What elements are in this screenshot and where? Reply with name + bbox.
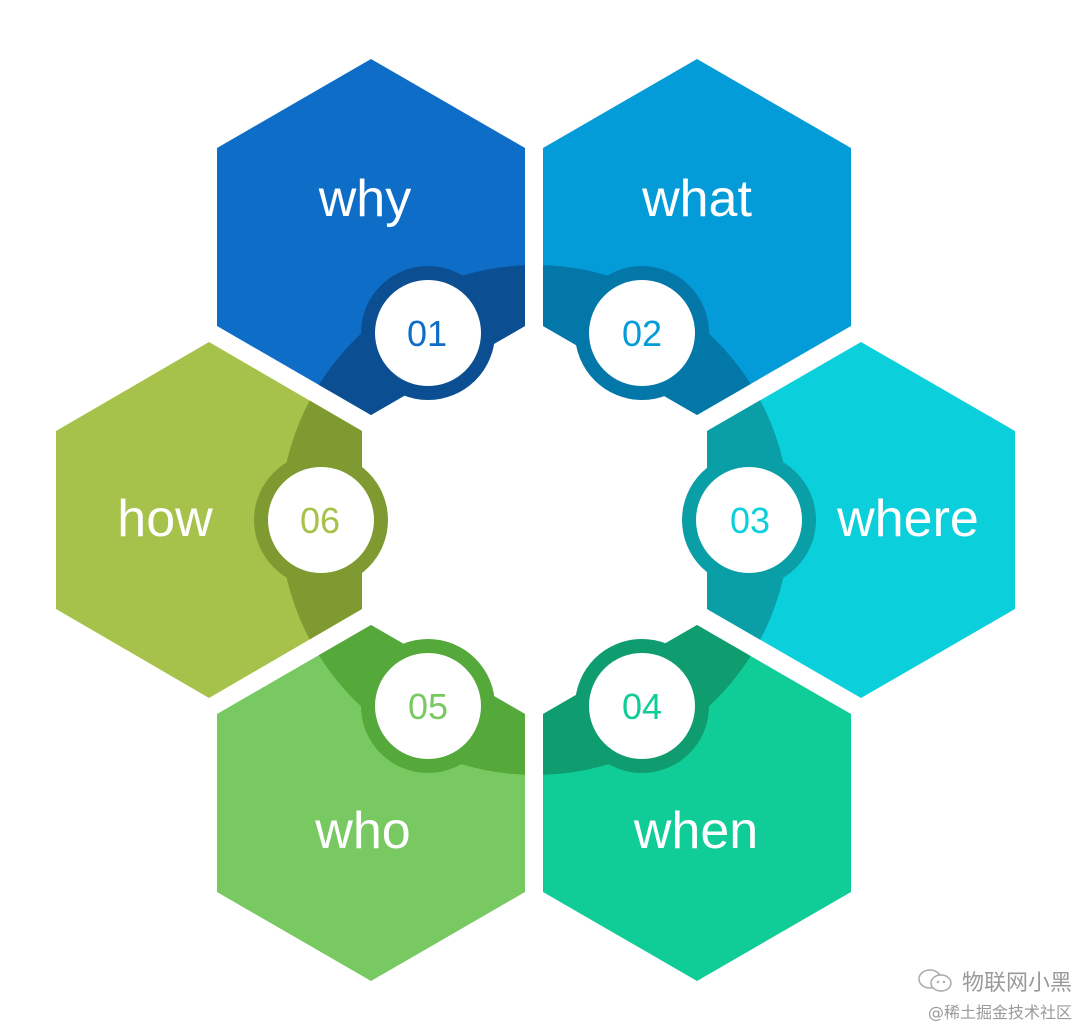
- label-how: how: [117, 490, 213, 548]
- label-where: where: [836, 490, 979, 548]
- number-06: 06: [300, 500, 340, 541]
- number-05: 05: [408, 686, 448, 727]
- badge-06: 06: [254, 453, 388, 587]
- badge-01: 01: [361, 266, 495, 400]
- badge-03: 03: [682, 453, 816, 587]
- number-04: 04: [622, 686, 662, 727]
- hexagon-where: where: [707, 342, 1015, 698]
- number-03: 03: [730, 500, 770, 541]
- watermark-source: @稀土掘金技术社区: [927, 1003, 1072, 1022]
- watermark: 物联网小黑 @稀土掘金技术社区: [916, 965, 1072, 1023]
- badge-04: 04: [575, 639, 709, 773]
- label-when: when: [633, 802, 758, 860]
- number-02: 02: [622, 313, 662, 354]
- badge-05: 05: [361, 639, 495, 773]
- label-why: why: [318, 170, 411, 228]
- hexagon-how: how: [56, 342, 362, 698]
- label-who: who: [314, 802, 410, 860]
- number-01: 01: [407, 313, 447, 354]
- label-what: what: [641, 170, 752, 228]
- watermark-author: 物联网小黑: [961, 971, 1072, 996]
- badge-02: 02: [575, 266, 709, 400]
- wechat-icon: [918, 969, 952, 992]
